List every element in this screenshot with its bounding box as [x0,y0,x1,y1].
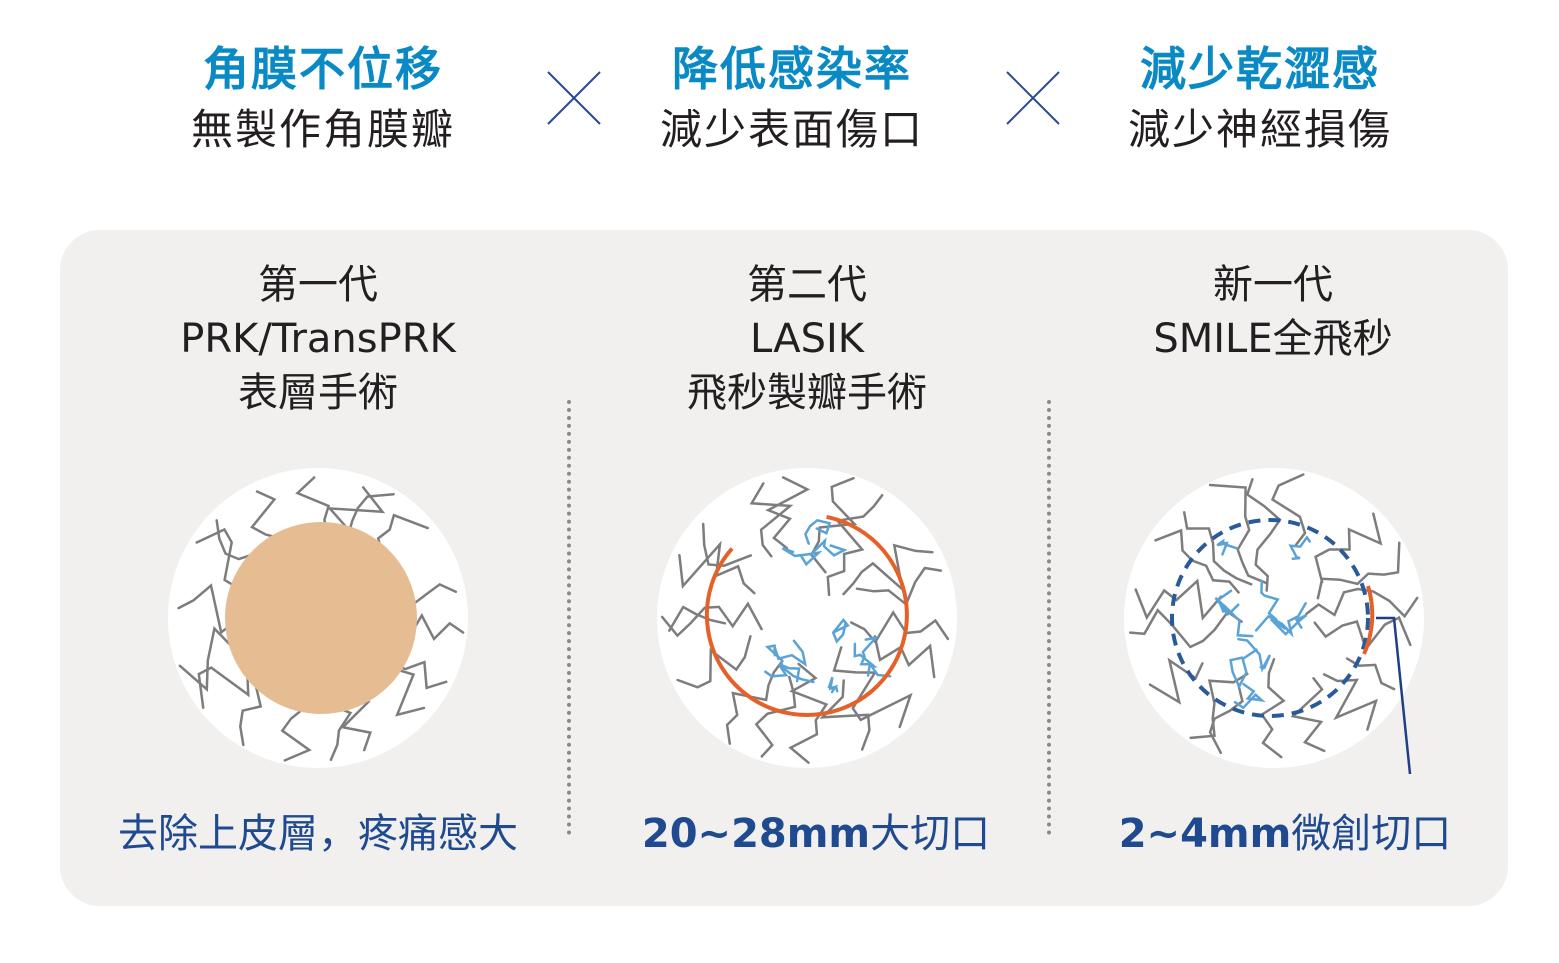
nerve-fiber [849,610,950,645]
nerve-fiber [1208,483,1268,585]
nerve-fiber [1216,589,1254,638]
procedure-name: LASIK [750,316,864,362]
benefit-title: 減少乾澀感 [1140,42,1380,96]
nerve-fiber [853,642,892,678]
nerve-fiber [1316,541,1401,600]
caption-prk: 去除上皮層，疼痛感大 [58,806,578,862]
smile-cornea-diagram [1124,468,1424,768]
flap-incision-arc [704,514,909,717]
caption-lasik: 20~28mm大切口 [556,806,1076,862]
benefit-subtitle: 無製作角膜瓣 [190,105,455,154]
nerve-fiber [827,676,839,694]
procedure-desc: 飛秒製瓣手術 [687,370,927,416]
benefit-subtitle: 減少神經損傷 [1127,105,1392,154]
nerve-fiber [1260,658,1286,759]
ablation-zone [225,522,417,714]
benefit-3: 減少乾澀感 減少神經損傷 [1100,38,1420,160]
nerve-fiber [1182,511,1253,586]
generation-label: 新一代 [1213,262,1333,308]
multiply-icon [547,71,601,125]
nerve-fiber [1288,535,1311,560]
generation-label: 第二代 [747,262,867,308]
nerve-fiber [765,476,811,550]
nerve-fiber [676,635,752,689]
nerve-fiber [1237,637,1272,673]
lenticule-outline [1170,518,1370,718]
nerve-fiber [859,635,880,677]
nerve-fiber [773,639,808,667]
lasik-cornea-diagram [657,468,957,768]
nerve-fiber [1270,613,1308,636]
nerve-fiber [764,663,815,684]
nerve-fiber [1270,473,1307,547]
caption-text: 去除上皮層，疼痛感大 [118,811,518,857]
nerve-fiber [1233,682,1266,710]
nerve-fiber [1260,579,1280,622]
nerve-fiber [1290,677,1326,753]
nerve-fiber [804,518,832,545]
benefit-subtitle: 減少表面傷口 [659,105,924,154]
nerve-fiber [1314,512,1383,584]
nerve-fiber [1305,587,1419,619]
nerve-fiber [1134,578,1223,621]
benefit-title: 角膜不位移 [203,42,443,96]
nerve-fiber [842,543,934,596]
dotted-divider [1047,400,1051,835]
nerve-fiber [660,601,763,638]
nerve-fiber [1216,538,1238,556]
dotted-divider [567,400,571,835]
nerve-fiber [819,679,871,751]
generation-2: 第二代 LASIK 飛秒製瓣手術 [597,258,1017,420]
nerve-fiber [826,493,884,597]
nerve-fiber [1254,602,1307,638]
nerve-fiber [1229,648,1258,690]
nerve-fiber [832,646,913,729]
benefit-1: 角膜不位移 無製作角膜瓣 [163,38,483,160]
nerve-fiber [873,635,936,679]
nerve-fiber [668,605,727,632]
nerve-fiber [781,547,823,567]
nerve-fiber [1189,672,1249,740]
nerve-fiber [1322,673,1378,731]
nerve-fiber [754,675,797,758]
caption-text: 微創切口 [1291,811,1452,857]
nerve-fiber [749,482,794,558]
nerve-fiber [1313,615,1412,652]
procedure-desc: 表層手術 [238,370,398,416]
nerve-fiber [1128,608,1243,649]
prk-cornea-diagram [168,468,468,768]
nerve-fiber [701,522,753,567]
caption-smile: 2~4mm微創切口 [1025,806,1545,862]
nerve-fiber [809,537,848,557]
nerve-fiber [831,618,850,644]
caption-size: 20~28mm [641,811,871,857]
nerve-fiber [1245,478,1282,592]
procedure-name: SMILE全飛秒 [1153,316,1393,362]
multiply-icon [1006,71,1060,125]
caption-text: 大切口 [870,811,991,857]
incision-pointer-line [1376,616,1412,775]
benefit-2: 降低感染率 減少表面傷口 [632,38,952,160]
generation-3: 新一代 SMILE全飛秒 [1063,258,1483,366]
generation-1: 第一代 PRK/TransPRK 表層手術 [108,258,528,420]
procedure-name: PRK/TransPRK [180,316,456,362]
nerve-fiber [1154,528,1240,594]
micro-incision-arc [1362,585,1375,655]
generation-label: 第一代 [258,262,378,308]
benefit-title: 降低感染率 [672,42,912,96]
nerve-fiber [1148,657,1204,705]
caption-size: 2~4mm [1118,811,1292,857]
